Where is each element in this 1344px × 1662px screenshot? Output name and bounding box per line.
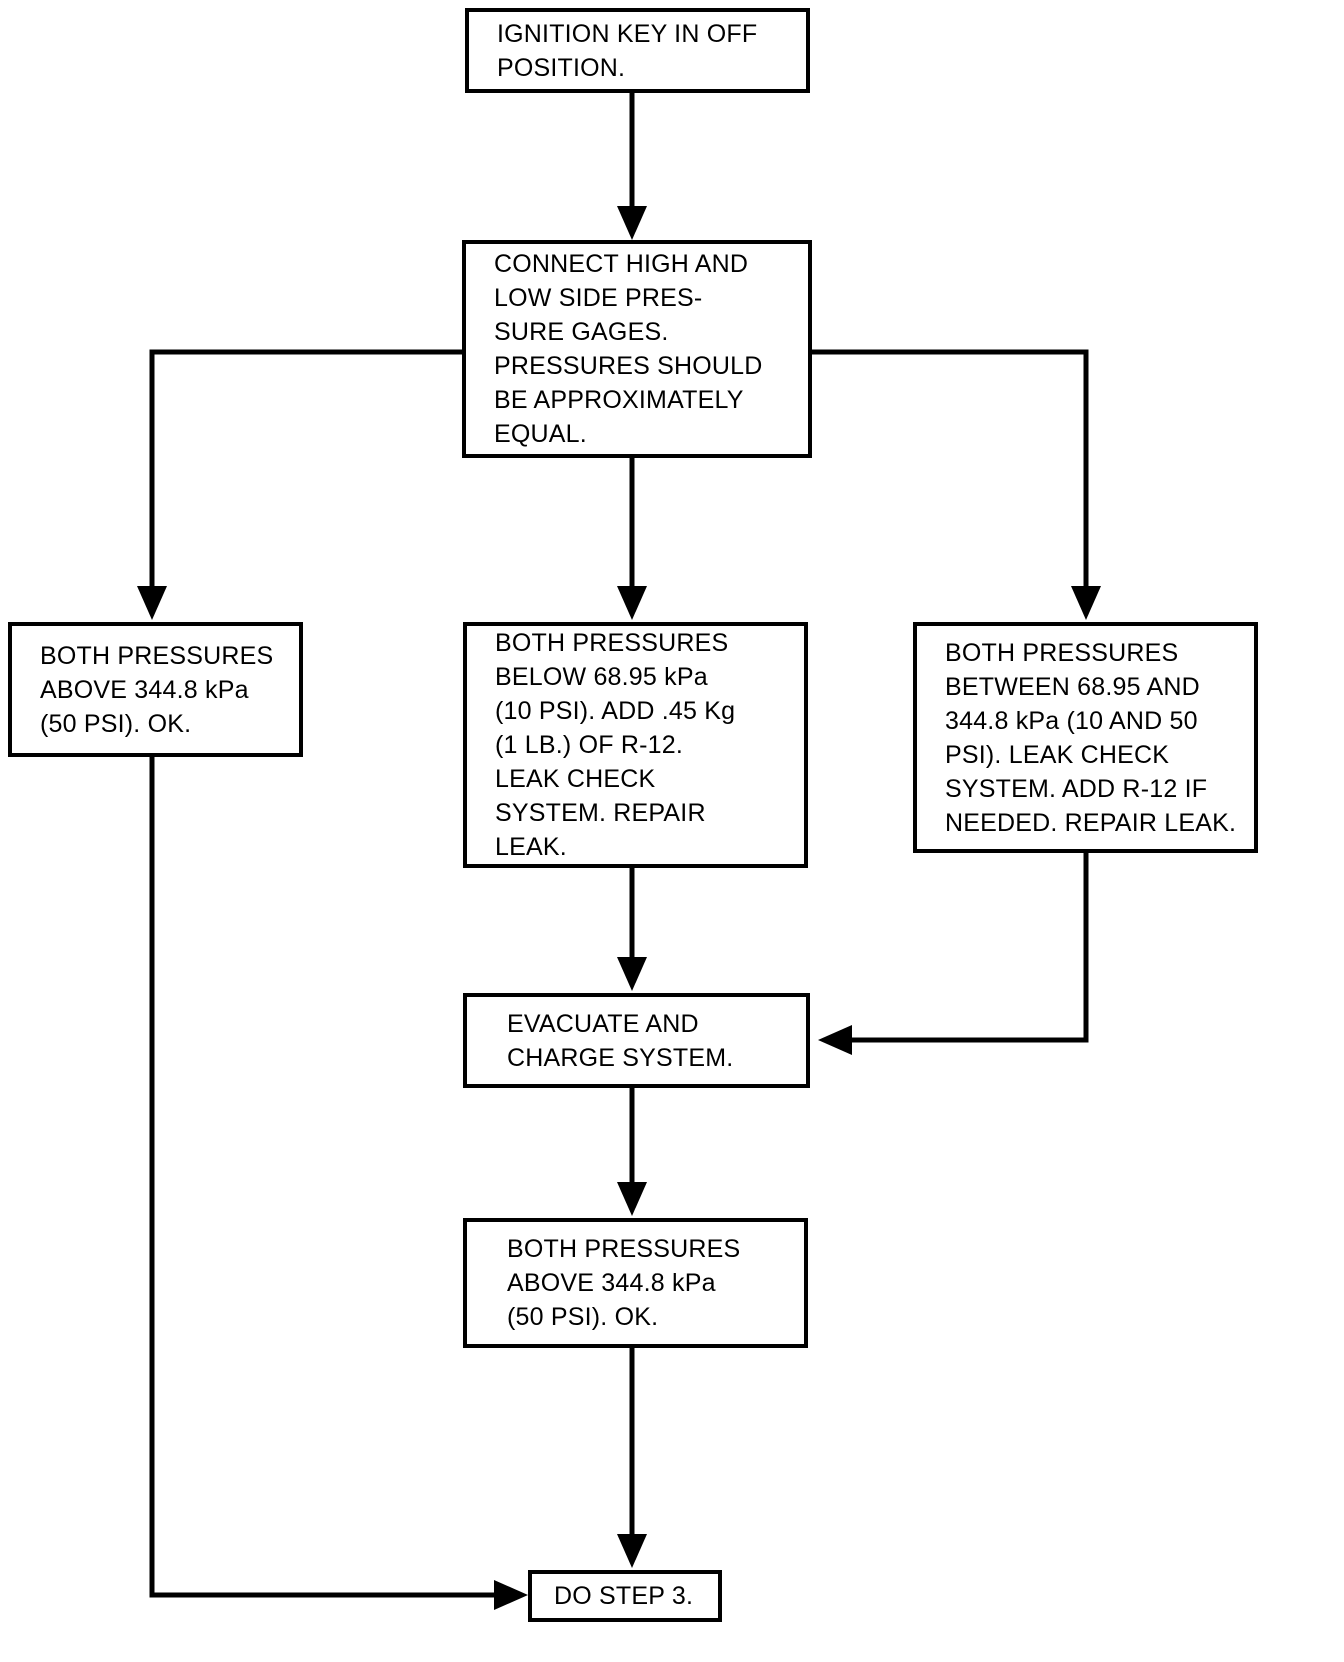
node-both-pressures-below-add-r12-text: BOTH PRESSURES BELOW 68.95 kPa (10 PSI).… <box>495 629 736 861</box>
arrowhead-to-connect-gages <box>617 206 647 240</box>
arrowhead-to-evacuate-top <box>617 957 647 991</box>
node-both-pressures-between-leak-check-text: BOTH PRESSURES BETWEEN 68.95 AND 344.8 k… <box>945 638 1237 837</box>
node-both-pressures-above-ok-text: BOTH PRESSURES ABOVE 344.8 kPa (50 PSI).… <box>40 641 274 738</box>
arrowhead-to-center-box <box>617 586 647 620</box>
arrowhead-to-evacuate-side <box>818 1025 852 1055</box>
arrowhead-to-dostep3-side <box>494 1580 528 1610</box>
node-ignition-key-off-text: IGNITION KEY IN OFF POSITION. <box>497 19 758 82</box>
arrowhead-to-above-after-charge <box>617 1182 647 1216</box>
node-both-pressures-below-add-r12[interactable]: BOTH PRESSURES BELOW 68.95 kPa (10 PSI).… <box>463 622 808 868</box>
arrowhead-to-left-box <box>137 586 167 620</box>
arrowhead-to-right-box <box>1071 586 1101 620</box>
node-evacuate-and-charge-system[interactable]: EVACUATE AND CHARGE SYSTEM. <box>463 993 810 1088</box>
connector-right-to-evacuate <box>838 853 1089 1043</box>
connector-connect-to-right <box>812 349 1089 602</box>
node-ignition-key-off[interactable]: IGNITION KEY IN OFF POSITION. <box>465 8 810 93</box>
node-do-step-3[interactable]: DO STEP 3. <box>528 1570 722 1622</box>
connector-connect-to-left <box>149 349 462 602</box>
connector-left-to-dostep3 <box>149 757 508 1598</box>
node-both-pressures-above-ok-2[interactable]: BOTH PRESSURES ABOVE 344.8 kPa (50 PSI).… <box>463 1218 808 1348</box>
node-both-pressures-above-ok-2-text: BOTH PRESSURES ABOVE 344.8 kPa (50 PSI).… <box>507 1235 741 1331</box>
arrowhead-to-dostep3-top <box>617 1534 647 1568</box>
node-evacuate-and-charge-system-text: EVACUATE AND CHARGE SYSTEM. <box>507 1009 734 1072</box>
node-both-pressures-above-ok[interactable]: BOTH PRESSURES ABOVE 344.8 kPa (50 PSI).… <box>8 622 303 757</box>
node-both-pressures-between-leak-check[interactable]: BOTH PRESSURES BETWEEN 68.95 AND 344.8 k… <box>913 622 1258 853</box>
node-do-step-3-text: DO STEP 3. <box>554 1582 694 1610</box>
node-connect-pressure-gages-text: CONNECT HIGH AND LOW SIDE PRES- SURE GAG… <box>494 250 763 448</box>
node-connect-pressure-gages[interactable]: CONNECT HIGH AND LOW SIDE PRES- SURE GAG… <box>462 240 812 458</box>
